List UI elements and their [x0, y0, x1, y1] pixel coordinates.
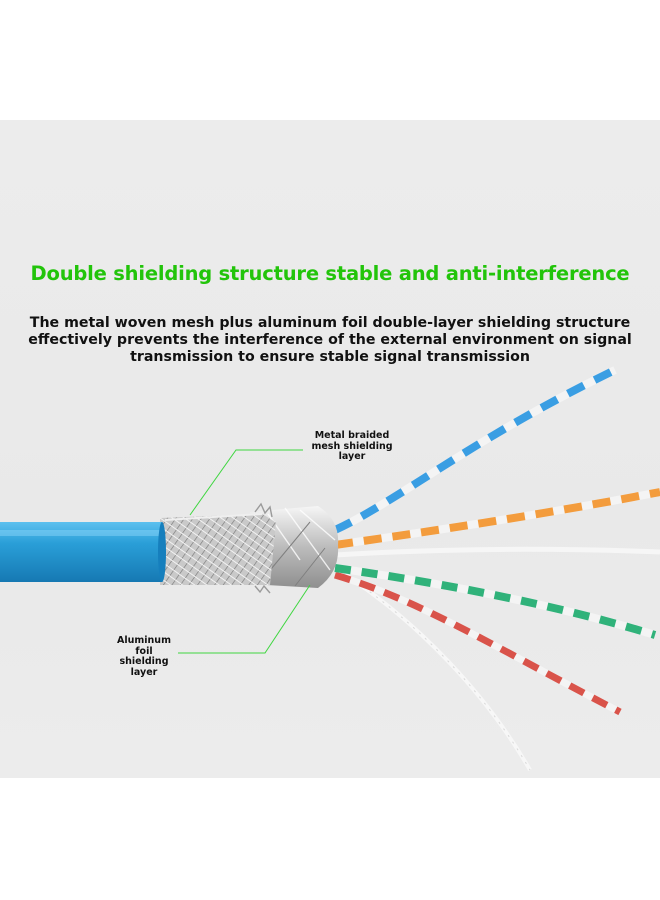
subtitle: The metal woven mesh plus aluminum foil …	[10, 315, 650, 366]
product-panel	[0, 120, 660, 778]
headline: Double shielding structure stable and an…	[30, 262, 630, 285]
mesh-label-line: Metal braided	[314, 430, 390, 441]
braided-mesh-shield	[160, 502, 276, 594]
orange-white-pair	[334, 488, 660, 549]
mesh-callout-line	[189, 449, 303, 516]
green-white-pair	[334, 564, 657, 639]
foil-shield-label: Aluminum foil shielding layer	[106, 635, 182, 678]
cable-jacket	[0, 522, 162, 582]
blue-white-pair	[333, 366, 617, 534]
foil-label-line: shielding	[119, 656, 169, 667]
red-white-pair	[334, 571, 622, 716]
foil-label-line: foil	[135, 645, 153, 657]
foil-label-line: Aluminum	[117, 635, 171, 646]
subtitle-line: The metal woven mesh plus aluminum foil …	[29, 315, 631, 331]
mesh-label-line: mesh shielding	[311, 440, 393, 452]
mesh-shield-label: Metal braided mesh shielding layer	[300, 430, 404, 463]
white-separator-wire	[334, 546, 660, 558]
foil-callout-line	[178, 584, 311, 654]
cable-illustration	[0, 366, 660, 771]
subtitle-line: effectively prevents the interference of…	[28, 332, 632, 348]
foil-label-line: layer	[130, 666, 158, 678]
mesh-label-line: layer	[338, 451, 366, 462]
subtitle-line: transmission to ensure stable signal tra…	[130, 349, 530, 365]
